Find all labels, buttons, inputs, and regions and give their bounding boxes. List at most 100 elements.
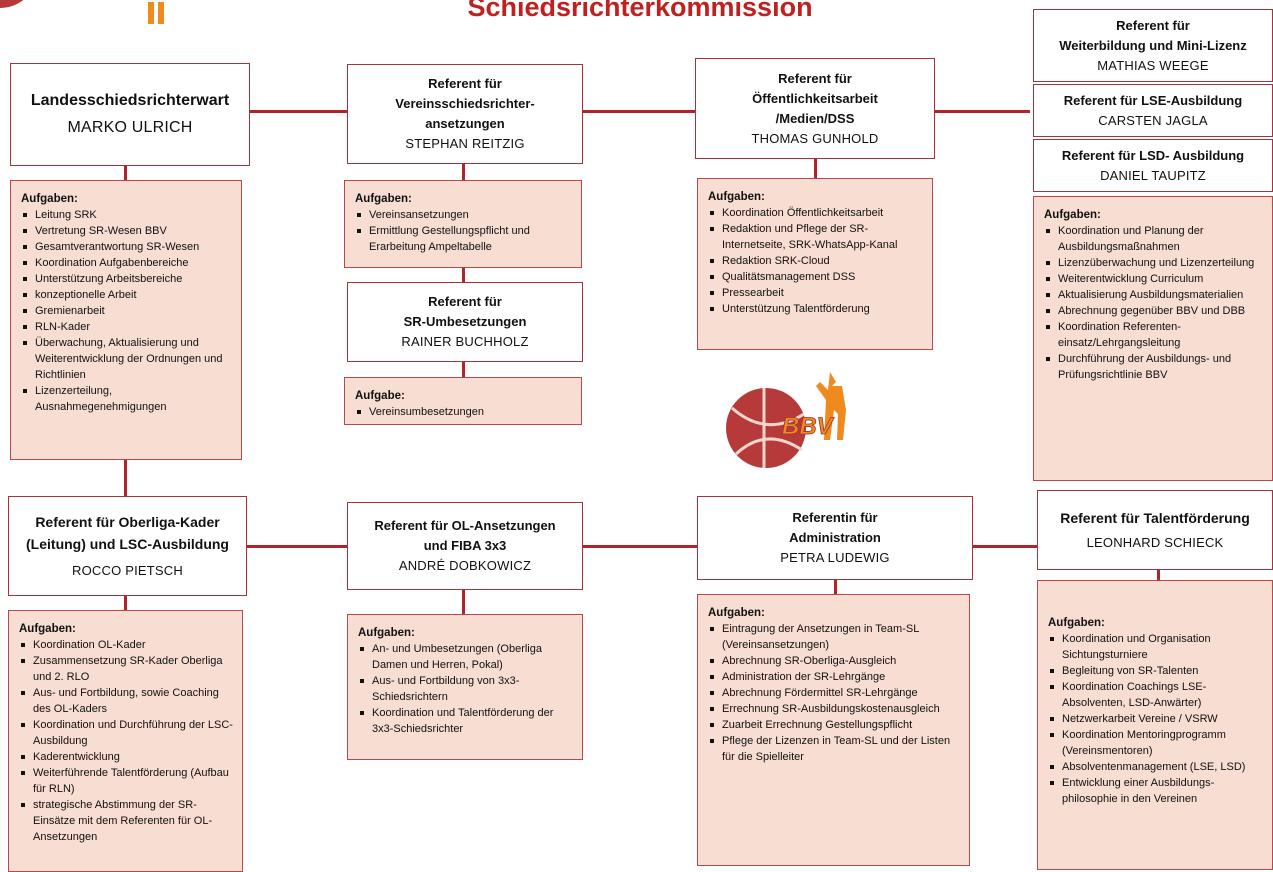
tasks-oberliga: Aufgaben: Koordination OL-Kader Zusammen… bbox=[8, 610, 243, 872]
person-name: ROCCO PIETSCH bbox=[72, 563, 183, 578]
list-item: Redaktion SRK-Cloud bbox=[710, 253, 924, 269]
task-list: Koordination Öffentlichkeitsarbeit Redak… bbox=[708, 205, 924, 317]
bbv-logo-partial bbox=[0, 0, 164, 24]
role-label: und FIBA 3x3 bbox=[423, 538, 507, 553]
list-item: konzeptionelle Arbeit bbox=[23, 287, 233, 303]
person-name: CARSTEN JAGLA bbox=[1098, 112, 1208, 128]
list-item: Koordination und Talentförderung der 3x3… bbox=[360, 705, 574, 737]
tasks-talent: Aufgaben: Koordination und Organisation … bbox=[1037, 580, 1273, 870]
task-list: An- und Umbesetzungen (Oberliga Damen un… bbox=[358, 641, 574, 737]
list-item: Errechnung SR-Ausbildungskostenausgleich bbox=[710, 701, 961, 717]
tasks-landesschiedsrichterwart: Aufgaben: Leitung SRK Vertretung SR-Wese… bbox=[10, 180, 242, 460]
role-label: Referent für bbox=[428, 76, 502, 91]
box-lsd: Referent für LSD- Ausbildung DANIEL TAUP… bbox=[1033, 139, 1273, 192]
task-list: Vereinsumbesetzungen bbox=[355, 404, 573, 420]
tasks-umbesetzungen: Aufgabe: Vereinsumbesetzungen bbox=[344, 377, 582, 425]
box-ol-ansetzungen: Referent für OL-Ansetzungen und FIBA 3x3… bbox=[347, 502, 583, 590]
tasks-administration: Aufgaben: Eintragung der Ansetzungen in … bbox=[697, 594, 970, 866]
list-item: Lizenzüberwachung und Lizenzerteilung bbox=[1046, 255, 1264, 271]
list-item: Eintragung der Ansetzungen in Team-SL (V… bbox=[710, 621, 961, 653]
connector bbox=[462, 362, 465, 378]
logo-player-icon bbox=[816, 372, 846, 440]
list-item: Entwicklung einer Ausbildungs-philosophi… bbox=[1050, 775, 1264, 807]
tasks-oeffentlichkeit: Aufgaben: Koordination Öffentlichkeitsar… bbox=[697, 178, 933, 350]
role-label: Weiterbildung und Mini-Lizenz bbox=[1059, 37, 1247, 53]
list-item: Administration der SR-Lehrgänge bbox=[710, 669, 961, 685]
task-list: Koordination und Planung der Ausbildungs… bbox=[1044, 223, 1264, 383]
task-list: Eintragung der Ansetzungen in Team-SL (V… bbox=[708, 621, 961, 765]
list-item: Koordination Coachings LSE-Absolventen, … bbox=[1050, 679, 1264, 711]
connector bbox=[462, 590, 465, 614]
list-item: Vereinsumbesetzungen bbox=[357, 404, 573, 420]
list-item: Zuarbeit Errechnung Gestellungspflicht bbox=[710, 717, 961, 733]
list-item: Durchführung der Ausbildungs- und Prüfun… bbox=[1046, 351, 1264, 383]
logo-ball-icon bbox=[0, 0, 24, 8]
list-item: Unterstützung Arbeitsbereiche bbox=[23, 271, 233, 287]
connector bbox=[462, 262, 465, 282]
list-item: Pressearbeit bbox=[710, 285, 924, 301]
list-item: Weiterentwicklung Curriculum bbox=[1046, 271, 1264, 287]
connector bbox=[124, 596, 127, 610]
role-label: Öffentlichkeitsarbeit bbox=[752, 90, 878, 106]
bbv-logo: BBV bbox=[726, 372, 846, 468]
role-label: Referent für LSE-Ausbildung bbox=[1063, 92, 1243, 108]
box-administration: Referentin für Administration PETRA LUDE… bbox=[697, 496, 973, 580]
list-item: Begleitung von SR-Talenten bbox=[1050, 663, 1264, 679]
tasks-heading: Aufgaben: bbox=[355, 193, 412, 205]
list-item: Koordination Aufgabenbereiche bbox=[23, 255, 233, 271]
box-oberliga: Referent für Oberliga-Kader (Leitung) un… bbox=[8, 496, 247, 596]
list-item: Aus- und Fortbildung von 3x3-Schiedsrich… bbox=[360, 673, 574, 705]
bottom-row-connector bbox=[245, 545, 1045, 548]
list-item: Abrechnung SR-Oberliga-Ausgleich bbox=[710, 653, 961, 669]
list-item: Pflege der Lizenzen in Team-SL und der L… bbox=[710, 733, 961, 765]
list-item: Lizenzerteilung, Ausnahmegenehmigungen bbox=[23, 383, 233, 415]
task-list: Koordination und Organisation Sichtungst… bbox=[1048, 631, 1264, 807]
list-item: Weiterführende Talentförderung (Aufbau f… bbox=[21, 765, 234, 797]
list-item: Koordination und Organisation Sichtungst… bbox=[1050, 631, 1264, 663]
list-item: Koordination OL-Kader bbox=[21, 637, 234, 653]
list-item: RLN-Kader bbox=[23, 319, 233, 335]
role-label: /Medien/DSS bbox=[775, 110, 855, 126]
list-item: Koordination und Planung der Ausbildungs… bbox=[1046, 223, 1264, 255]
list-item: Abrechnung gegenüber BBV und DBB bbox=[1046, 303, 1264, 319]
tasks-heading: Aufgaben: bbox=[21, 193, 78, 205]
task-list: Koordination OL-Kader Zusammensetzung SR… bbox=[19, 637, 234, 845]
list-item: Redaktion und Pflege der SR-Internetseit… bbox=[710, 221, 924, 253]
list-item: Koordination Mentoringprogramm (Vereinsm… bbox=[1050, 727, 1264, 759]
list-item: Leitung SRK bbox=[23, 207, 233, 223]
person-name: RAINER BUCHHOLZ bbox=[401, 334, 529, 349]
role-label: Referent für Talentförderung bbox=[1060, 510, 1250, 526]
box-lse: Referent für LSE-Ausbildung CARSTEN JAGL… bbox=[1033, 84, 1273, 137]
tasks-vereinsschiedsrichter: Aufgaben: Vereinsansetzungen Ermittlung … bbox=[344, 180, 582, 268]
person-name: MARKO ULRICH bbox=[67, 118, 193, 136]
task-list: Leitung SRK Vertretung SR-Wesen BBV Gesa… bbox=[21, 207, 233, 415]
connector bbox=[462, 163, 465, 183]
list-item: Kaderentwicklung bbox=[21, 749, 234, 765]
person-name: MATHIAS WEEGE bbox=[1097, 57, 1209, 73]
person-name: STEPHAN REITZIG bbox=[405, 136, 525, 151]
role-label: Referent für OL-Ansetzungen bbox=[374, 518, 556, 533]
role-label: Administration bbox=[789, 530, 881, 545]
tasks-heading: Aufgaben: bbox=[708, 607, 765, 619]
tasks-heading: Aufgabe: bbox=[355, 390, 405, 402]
list-item: Unterstützung Talentförderung bbox=[710, 301, 924, 317]
tasks-heading: Aufgaben: bbox=[1044, 209, 1101, 221]
role-label: ansetzungen bbox=[425, 116, 505, 131]
top-row-connector bbox=[250, 110, 1030, 113]
tasks-heading: Aufgaben: bbox=[358, 627, 415, 639]
tasks-heading: Aufgaben: bbox=[1048, 617, 1105, 629]
person-name: DANIEL TAUPITZ bbox=[1100, 167, 1206, 183]
list-item: Abrechnung Fördermittel SR-Lehrgänge bbox=[710, 685, 961, 701]
person-name: PETRA LUDEWIG bbox=[780, 550, 890, 565]
list-item: Netzwerkarbeit Vereine / VSRW bbox=[1050, 711, 1264, 727]
page-title: Schiedsrichterkommission bbox=[467, 0, 813, 22]
list-item: Koordination Öffentlichkeitsarbeit bbox=[710, 205, 924, 221]
tasks-heading: Aufgaben: bbox=[19, 623, 76, 635]
role-label: Landesschiedsrichterwart bbox=[30, 91, 230, 109]
box-landesschiedsrichterwart: Landesschiedsrichterwart MARKO ULRICH bbox=[10, 63, 250, 166]
box-umbesetzungen: Referent für SR-Umbesetzungen RAINER BUC… bbox=[347, 282, 583, 362]
tasks-heading: Aufgaben: bbox=[708, 191, 765, 203]
person-name: LEONHARD SCHIECK bbox=[1086, 535, 1224, 550]
box-weiterbildung: Referent für Weiterbildung und Mini-Lize… bbox=[1033, 9, 1273, 82]
list-item: Zusammensetzung SR-Kader Oberliga und 2.… bbox=[21, 653, 234, 685]
